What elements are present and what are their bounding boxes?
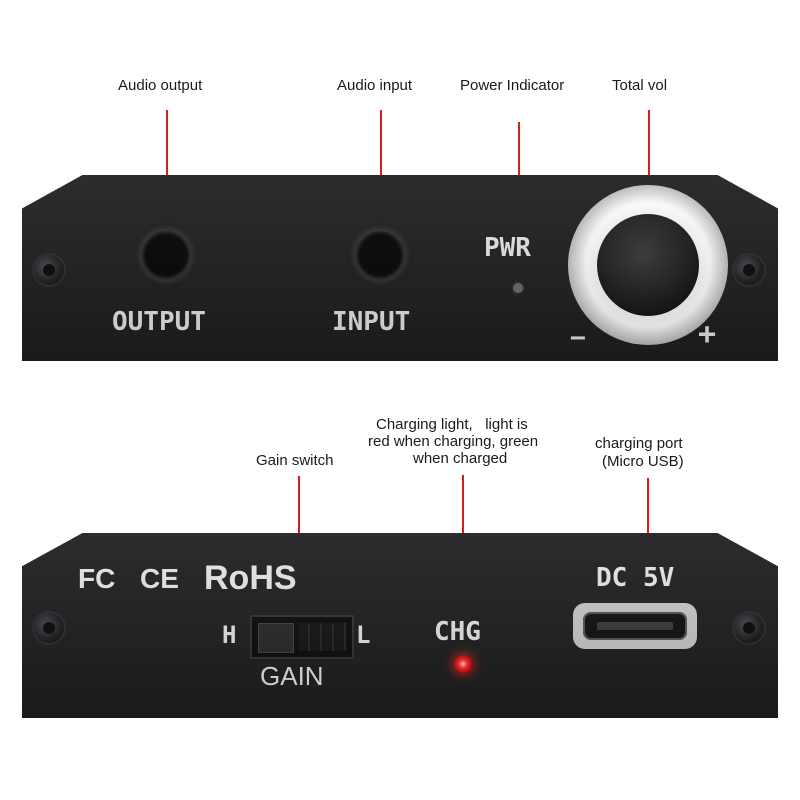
gain-switch-knob[interactable] xyxy=(258,623,294,653)
rohs-mark: RoHS xyxy=(204,559,297,597)
output-label: OUTPUT xyxy=(112,307,206,337)
screw-icon xyxy=(34,255,64,285)
callout-charging-light-3: when charged xyxy=(413,450,508,467)
volume-knob[interactable] xyxy=(597,214,699,316)
l-label: L xyxy=(356,621,371,649)
gain-switch-rail xyxy=(298,623,346,651)
chg-label: CHG xyxy=(434,617,481,647)
ce-mark: CE xyxy=(140,563,179,594)
callout-charging-port-1: charging port xyxy=(595,435,683,452)
fc-mark: FC xyxy=(78,563,116,594)
callout-charging-light-1: Charging light, light is xyxy=(376,416,528,433)
callout-gain-switch: Gain switch xyxy=(256,452,334,469)
input-label: INPUT xyxy=(332,307,411,337)
callout-audio-output: Audio output xyxy=(118,77,203,94)
front-panel: OUTPUT INPUT PWR − + xyxy=(22,175,778,361)
screw-icon xyxy=(34,613,64,643)
power-led-icon xyxy=(513,283,523,293)
callout-charging-light-2: red when charging, green xyxy=(368,433,539,450)
input-jack[interactable] xyxy=(348,223,412,287)
screw-icon xyxy=(734,613,764,643)
volume-minus-label: − xyxy=(570,323,586,353)
micro-usb-tongue xyxy=(597,622,673,630)
dc-5v-label: DC 5V xyxy=(596,563,675,593)
output-jack[interactable] xyxy=(134,223,198,287)
callout-audio-input: Audio input xyxy=(337,77,413,94)
screw-icon xyxy=(734,255,764,285)
rear-panel: FC CE RoHS H L GAIN CHG DC 5V xyxy=(22,533,778,718)
gain-switch[interactable] xyxy=(250,615,354,659)
h-label: H xyxy=(222,621,237,649)
volume-plus-label: + xyxy=(698,317,717,352)
gain-label: GAIN xyxy=(260,661,324,691)
charging-led-icon xyxy=(454,655,472,673)
pwr-label: PWR xyxy=(484,233,531,263)
leader-audio-input xyxy=(380,110,382,238)
micro-usb-port[interactable] xyxy=(573,603,697,649)
leader-audio-output xyxy=(166,110,168,238)
callout-charging-port-2: (Micro USB) xyxy=(602,453,684,470)
callout-power-indicator: Power Indicator xyxy=(460,77,565,94)
callout-total-vol: Total vol xyxy=(612,77,668,94)
